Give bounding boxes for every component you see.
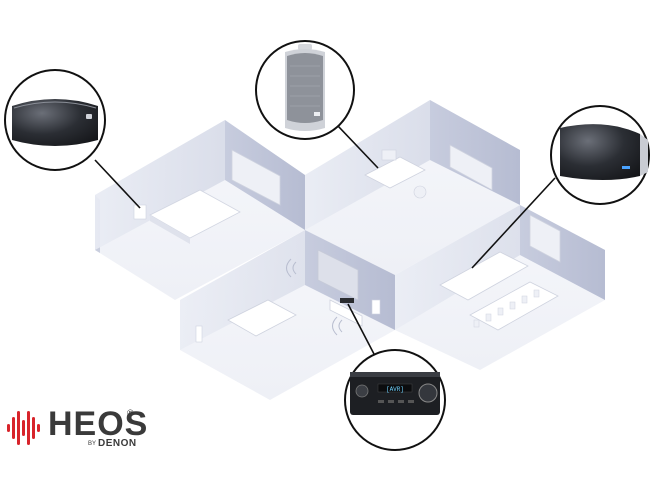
speaker-large-icon [12, 99, 98, 146]
speaker-medium-icon [560, 124, 648, 180]
av-receiver-callout: [AVR] [344, 349, 446, 451]
brand-name: HEOS [48, 405, 149, 443]
kitchen-room [395, 205, 605, 370]
brand-maker: DENON [98, 438, 137, 449]
heos-logo: HEOS ® BY DENON [6, 404, 149, 452]
bedroom-room [95, 120, 305, 300]
heos-waveform-icon [7, 411, 40, 445]
speaker-large-callout [4, 69, 106, 171]
registered-mark: ® [127, 408, 134, 418]
brand-by: BY [88, 441, 97, 447]
living-room [180, 230, 395, 400]
av-receiver-icon: [AVR] [350, 372, 440, 415]
speaker-portable-callout [255, 40, 355, 140]
leader-lines [94, 125, 556, 355]
speaker-medium-callout [550, 105, 650, 205]
office-room [305, 100, 520, 275]
speaker-portable-icon [285, 44, 325, 131]
receiver-display: [AVR] [386, 386, 404, 393]
